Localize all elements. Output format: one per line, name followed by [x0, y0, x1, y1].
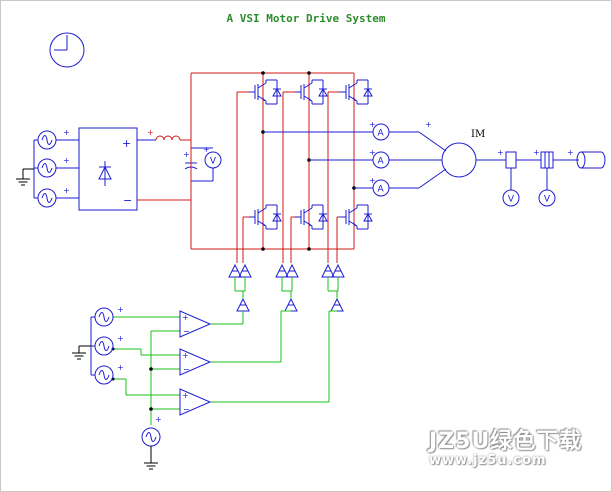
watermark-logo: JZ5U绿色下载: [429, 429, 583, 454]
svg-text:+: +: [497, 148, 504, 157]
svg-text:+: +: [117, 363, 124, 372]
watermark-url: www.jz5u.com: [429, 453, 547, 468]
svg-text:−: −: [123, 194, 132, 207]
svg-text:+: +: [369, 176, 376, 185]
clock-icon: [49, 32, 85, 68]
control-wiring: [111, 277, 339, 425]
svg-text:+: +: [369, 120, 376, 129]
motor-label: IM: [471, 129, 485, 140]
svg-text:+: +: [425, 120, 432, 129]
svg-text:+: +: [203, 145, 210, 154]
svg-text:+: +: [183, 150, 190, 159]
capacitor-icon: +: [183, 140, 198, 200]
svg-text:+: +: [533, 148, 540, 157]
svg-text:+: +: [369, 148, 376, 157]
diagram-title: A VSI Motor Drive System: [226, 12, 386, 25]
ac-source-icon: + + +: [15, 128, 79, 208]
inductor-icon: +: [137, 128, 191, 141]
rectifier-icon: + −: [78, 127, 138, 211]
svg-text:+: +: [122, 137, 131, 150]
ammeter-icon: + + + +: [263, 120, 447, 197]
comparator-icon: [179, 310, 211, 416]
svg-text:+: +: [567, 148, 574, 157]
plus-sign: +: [63, 128, 70, 137]
svg-text:+: +: [155, 415, 162, 424]
carrier-source: +: [141, 415, 162, 470]
dc-voltmeter: +: [191, 145, 222, 182]
gating-block-icon: [228, 264, 345, 312]
svg-text:+: +: [117, 334, 124, 343]
reference-sources: + + +: [71, 305, 124, 385]
svg-text:+: +: [147, 128, 154, 137]
gate-wiring: [236, 91, 340, 263]
svg-text:+: +: [117, 305, 124, 314]
svg-text:+: +: [63, 186, 70, 195]
svg-text:+: +: [63, 156, 70, 165]
motor-icon: IM + + +: [441, 129, 606, 207]
